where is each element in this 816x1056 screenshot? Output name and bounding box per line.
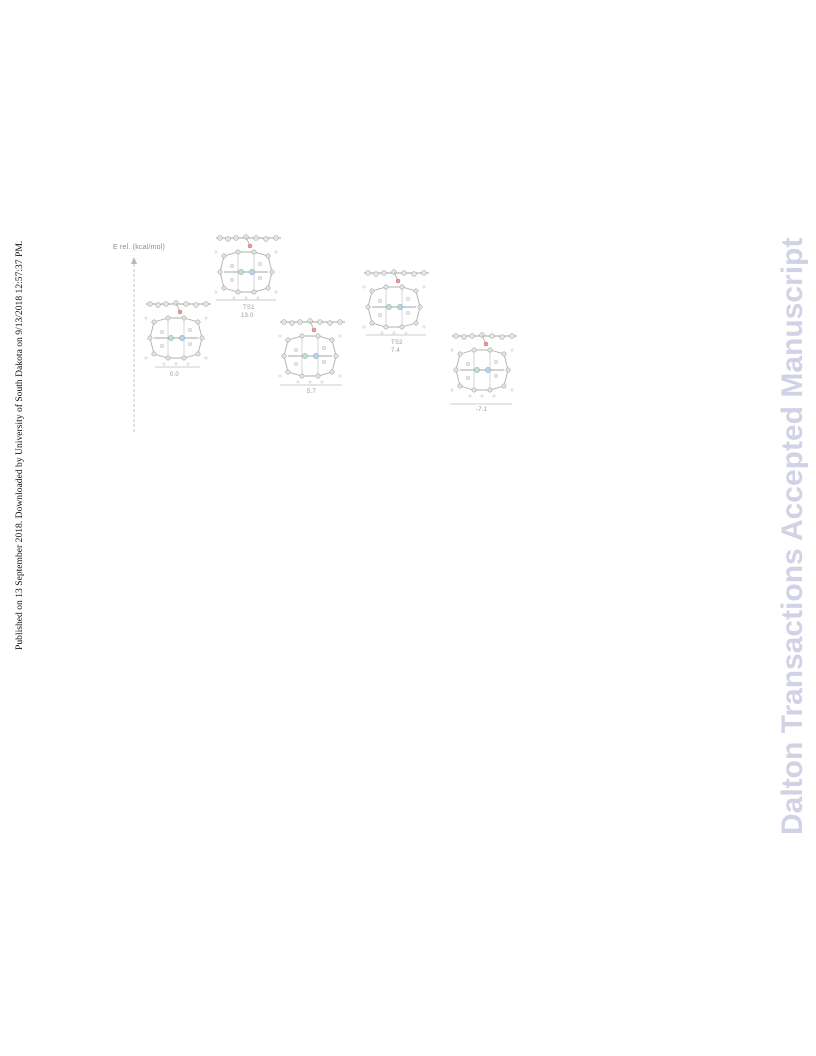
state-5-label: -7.1 — [476, 407, 488, 413]
state-1-label: 0.0 — [170, 372, 179, 378]
state-4-energy: 7.4 — [391, 348, 400, 354]
state-2-energy: 13.0 — [241, 313, 254, 319]
state-3-label: 5.7 — [307, 389, 316, 395]
y-axis-label: E rel. (kcal/mol) — [113, 244, 166, 251]
state-2-label: TS1 — [243, 305, 255, 311]
structure-intermediate — [278, 318, 346, 384]
axis-arrow — [131, 257, 137, 264]
state-4-label: TS2 — [391, 340, 403, 346]
structure-product — [450, 332, 518, 398]
structure-reactant — [144, 300, 212, 366]
structure-ts2 — [362, 269, 430, 335]
structure-ts1 — [214, 234, 282, 300]
